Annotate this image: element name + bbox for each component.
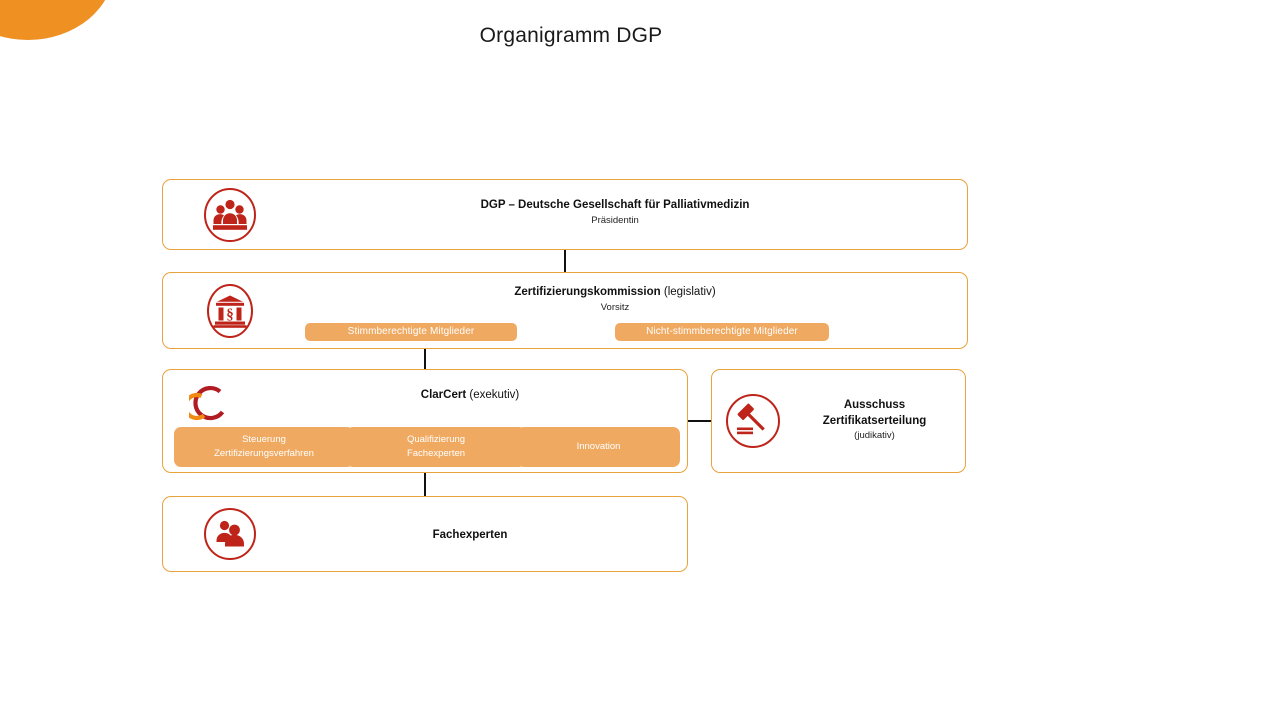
unit-innovation[interactable]: Innovation [517, 427, 680, 467]
group-of-people-icon [202, 187, 258, 243]
connector-zertifizierungskommission-to-clarcert [424, 349, 426, 370]
clarcert-title-regular: (exekutiv) [466, 389, 520, 401]
org-node-ausschuss-zertifikatserteilung[interactable]: Ausschuss Zertifikatserteilung (judikati… [711, 369, 966, 473]
courthouse-paragraph-icon: § [202, 283, 258, 339]
ausschuss-text-block: Ausschuss Zertifikatserteilung (judikati… [790, 398, 959, 442]
clarcert-text-block: ClarCert (exekutiv) [263, 388, 677, 404]
connector-clarcert-to-ausschuss [688, 420, 712, 422]
svg-text:§: § [226, 307, 234, 323]
unit-qualifizierung-line2: Fachexperten [406, 448, 466, 459]
fachexperten-text-block: Fachexperten [263, 528, 677, 544]
badge-stimmberechtigte-mitglieder[interactable]: Stimmberechtigte Mitglieder [305, 323, 517, 341]
page-title: Organigramm DGP [479, 24, 663, 47]
ausschuss-title-line1: Ausschuss [843, 399, 906, 411]
dgp-title: DGP – Deutsche Gesellschaft für Palliati… [273, 198, 957, 214]
org-node-zertifizierungskommission[interactable]: § Zertifizierungskommission (legislativ)… [162, 272, 968, 349]
zk-title-bold: Zertifizierungskommission [514, 286, 661, 298]
unit-qualifizierung-fachexperten[interactable]: Qualifizierung Fachexperten [346, 427, 526, 467]
org-node-fachexperten[interactable]: Fachexperten [162, 496, 688, 572]
connector-dgp-to-zertifizierungskommission [564, 250, 566, 273]
org-node-clarcert[interactable]: ClarCert (exekutiv) Steuerung Zertifizie… [162, 369, 688, 473]
ausschuss-subtitle: (judikativ) [854, 430, 895, 442]
unit-steuerung-line2: Zertifizierungsverfahren [214, 448, 314, 459]
zk-text-block: Zertifizierungskommission (legislativ) V… [273, 285, 957, 314]
dgp-subtitle: Präsidentin [591, 214, 639, 226]
unit-steuerung-zertifizierungsverfahren[interactable]: Steuerung Zertifizierungsverfahren [174, 427, 354, 467]
clarcert-title: ClarCert (exekutiv) [263, 388, 677, 404]
ausschuss-title-line2: Zertifikatserteilung [822, 414, 927, 427]
zk-title-regular: (legislativ) [660, 286, 716, 298]
unit-steuerung-line1: Steuerung [242, 434, 286, 446]
fachexperten-title: Fachexperten [432, 529, 508, 541]
two-people-icon [202, 506, 258, 562]
connector-clarcert-to-fachexperten [424, 473, 426, 497]
dgp-text-block: DGP – Deutsche Gesellschaft für Palliati… [273, 198, 957, 227]
gavel-icon [724, 392, 782, 450]
zk-title: Zertifizierungskommission (legislativ) [273, 285, 957, 301]
clarcert-ring-logo-icon [189, 382, 233, 426]
badge-nicht-stimmberechtigte-mitglieder[interactable]: Nicht-stimmberechtigte Mitglieder [615, 323, 829, 341]
dgp-title-text: DGP – Deutsche Gesellschaft für Palliati… [480, 199, 750, 211]
unit-innovation-line1: Innovation [576, 441, 621, 453]
clarcert-title-bold: ClarCert [420, 389, 467, 401]
unit-qualifizierung-line1: Qualifizierung [406, 434, 466, 446]
zk-subtitle: Vorsitz [600, 301, 630, 313]
org-node-dgp[interactable]: DGP – Deutsche Gesellschaft für Palliati… [162, 179, 968, 250]
